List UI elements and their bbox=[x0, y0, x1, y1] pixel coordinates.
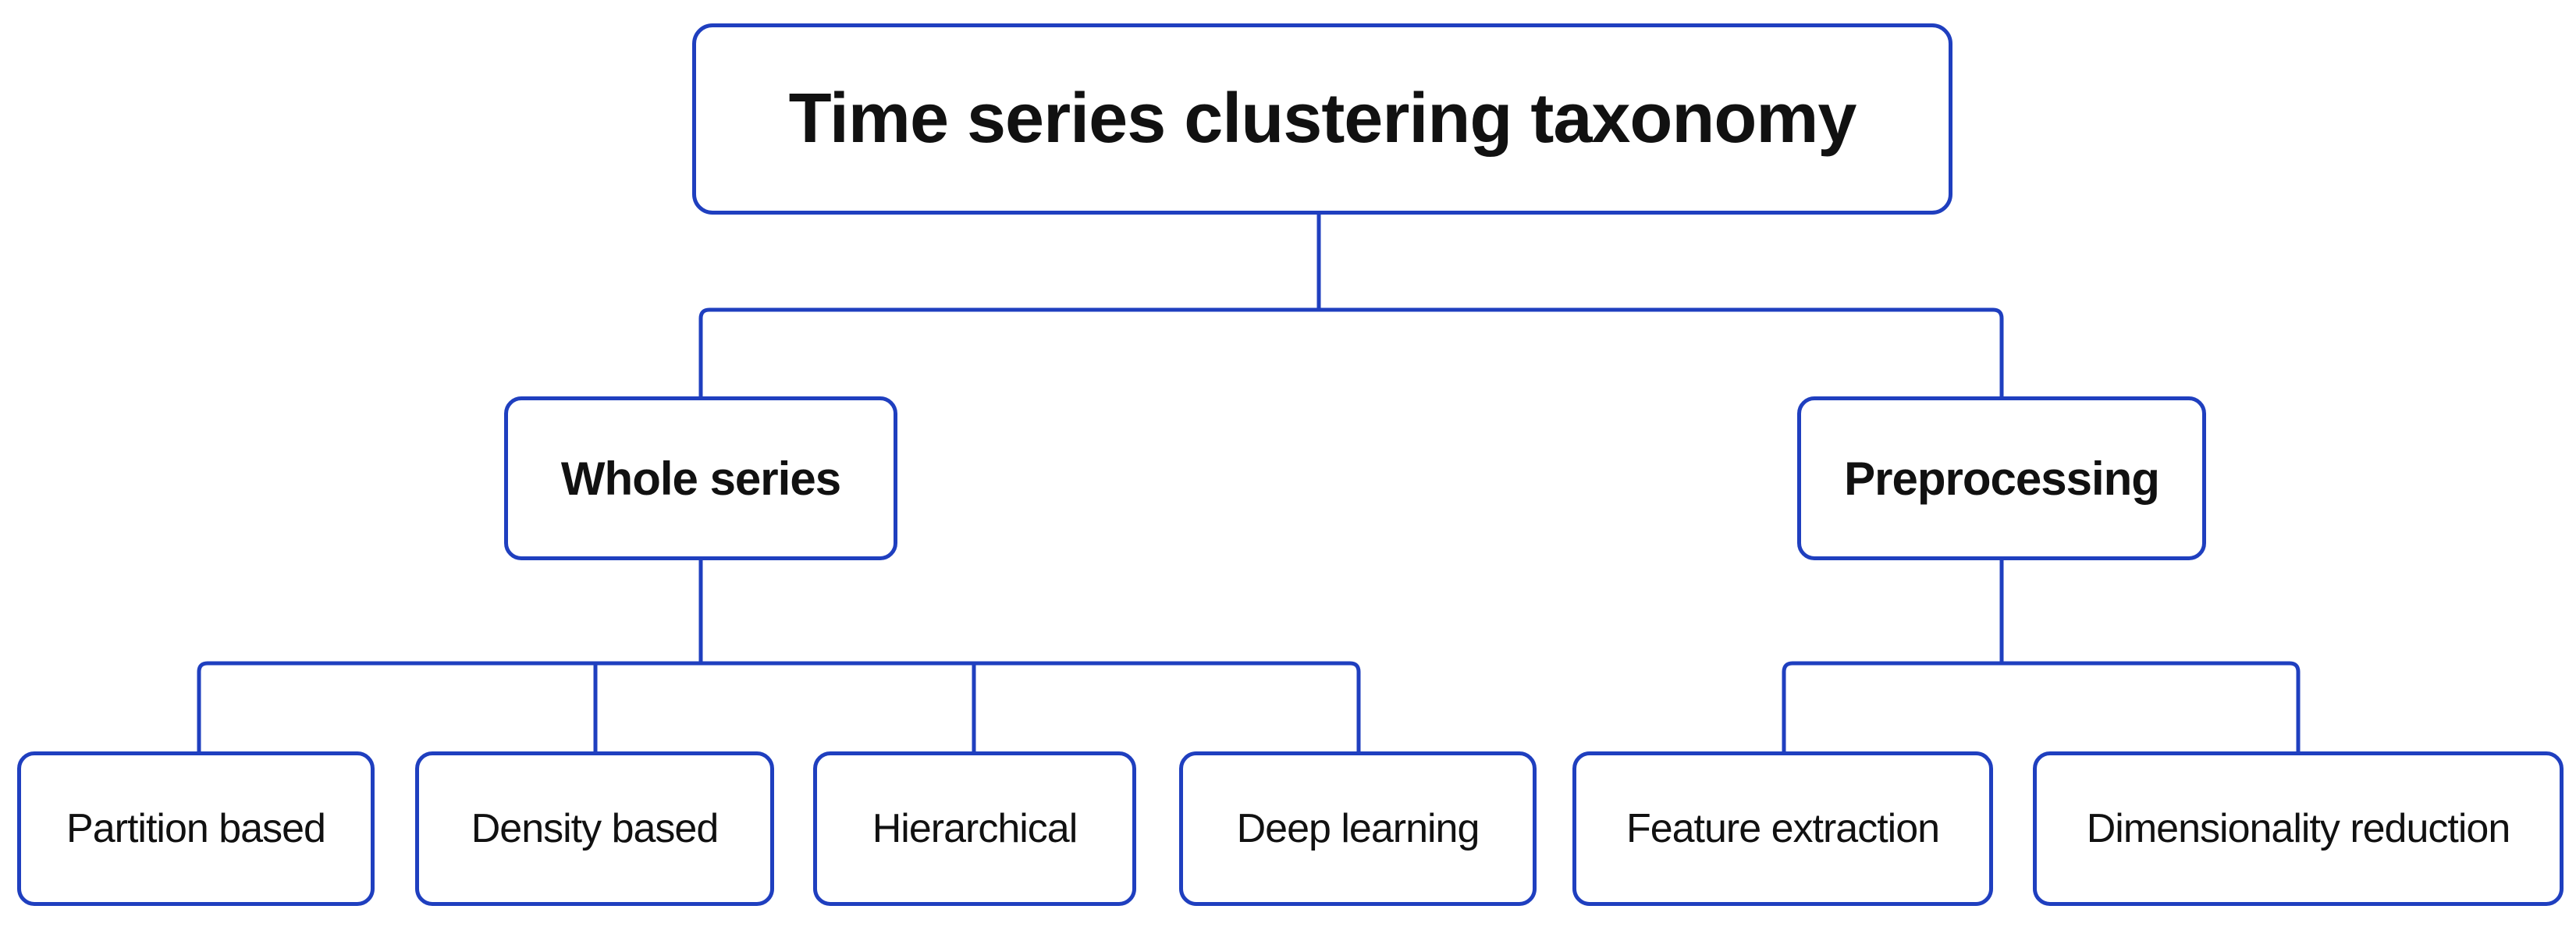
connector-preprocessing-bus bbox=[1782, 661, 2301, 751]
leaf-node-hierarchical: Hierarchical bbox=[813, 751, 1136, 906]
connector-branch-bus bbox=[698, 307, 2004, 396]
leaf-node-partition-based: Partition based bbox=[17, 751, 375, 906]
branch-node-whole-series: Whole series bbox=[504, 396, 897, 560]
leaf-node-deep-learning: Deep learning bbox=[1179, 751, 1537, 906]
branch-node-preprocessing: Preprocessing bbox=[1797, 396, 2206, 560]
leaf-node-density-based: Density based bbox=[415, 751, 774, 906]
leaf-node-dimensionality-reduction: Dimensionality reduction bbox=[2033, 751, 2564, 906]
root-node-title: Time series clustering taxonomy bbox=[692, 23, 1952, 215]
connector-whole-series-bus bbox=[197, 661, 1361, 751]
leaf-node-feature-extraction: Feature extraction bbox=[1572, 751, 1993, 906]
